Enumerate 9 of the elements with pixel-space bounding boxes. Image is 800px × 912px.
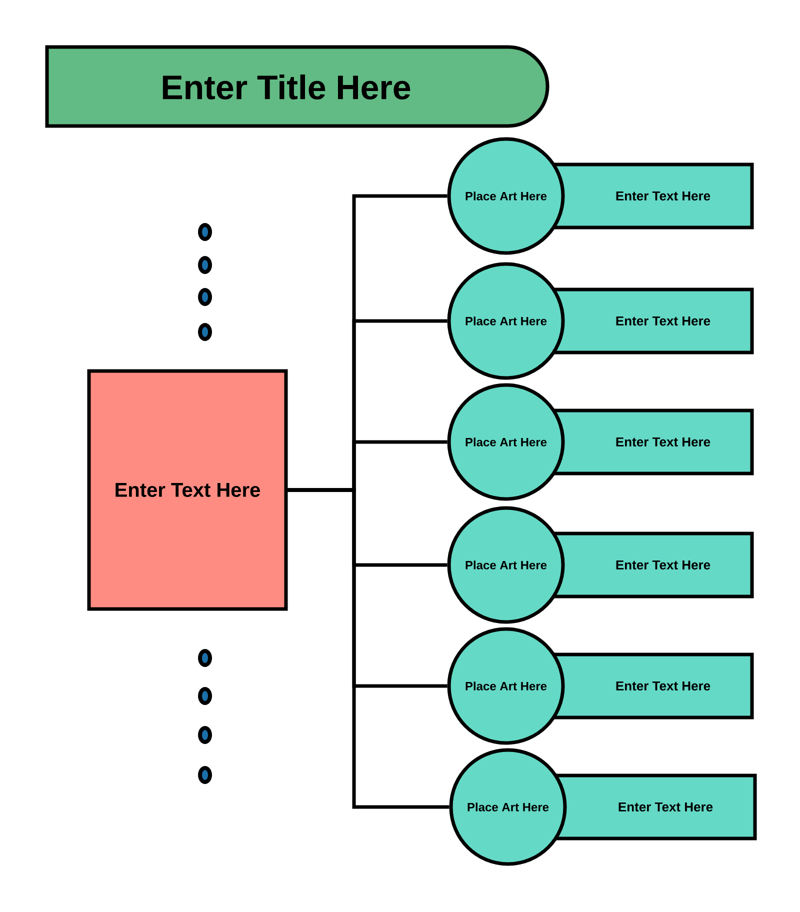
title-banner: Enter Title Here bbox=[45, 45, 550, 128]
text-box: Enter Text Here bbox=[550, 774, 757, 840]
text-box: Enter Text Here bbox=[548, 408, 754, 476]
text-box: Enter Text Here bbox=[87, 369, 288, 611]
text-box: Enter Text Here bbox=[548, 532, 754, 598]
text-box: Enter Text Here bbox=[548, 288, 754, 354]
text-box: Enter Text Here bbox=[548, 162, 754, 230]
connector-line bbox=[288, 488, 450, 809]
text-box: Enter Text Here bbox=[548, 652, 754, 720]
